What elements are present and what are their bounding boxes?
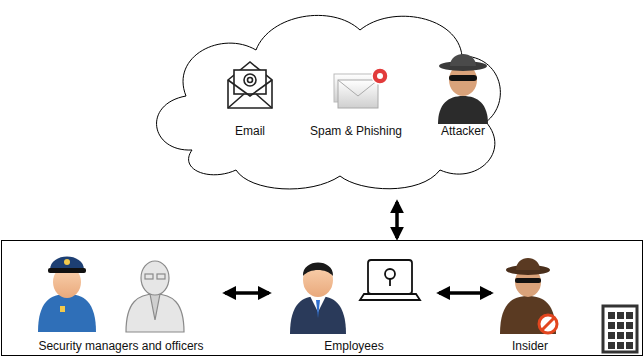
building-icon: [603, 306, 637, 352]
internet-cloud: Email Spam & Phishing Attacker: [150, 3, 502, 200]
attacker-icon: [438, 54, 488, 124]
actor-group: Insider: [493, 251, 567, 353]
double-arrow: [439, 291, 491, 295]
security-manager-icon: [126, 261, 184, 332]
actor-label: Employees: [322, 339, 385, 353]
email-icon: [228, 62, 272, 108]
actor-label: Security managers and officers: [36, 339, 205, 353]
double-arrow: [225, 291, 269, 295]
spam-icon: [334, 68, 388, 108]
actor-label: Email: [233, 124, 267, 138]
organization-box: Security managers and officers Employees I…: [1, 240, 643, 356]
security-officer-icon: [38, 257, 96, 333]
cloud-shape: [157, 15, 501, 189]
double-arrow: [395, 202, 399, 238]
employee-icon: [290, 263, 346, 335]
actor-label: Attacker: [439, 124, 487, 138]
actor-group: Email: [212, 56, 288, 138]
actor-label: Spam & Phishing: [308, 124, 404, 138]
insider-icon: [500, 258, 557, 334]
laptop-icon: [360, 260, 420, 300]
actor-group: Security managers and officers: [19, 251, 223, 353]
actor-group: Employees: [271, 251, 437, 353]
actor-group: Spam & Phishing: [300, 56, 412, 138]
actor-label: Insider: [510, 339, 550, 353]
actor-group: Attacker: [424, 50, 502, 138]
